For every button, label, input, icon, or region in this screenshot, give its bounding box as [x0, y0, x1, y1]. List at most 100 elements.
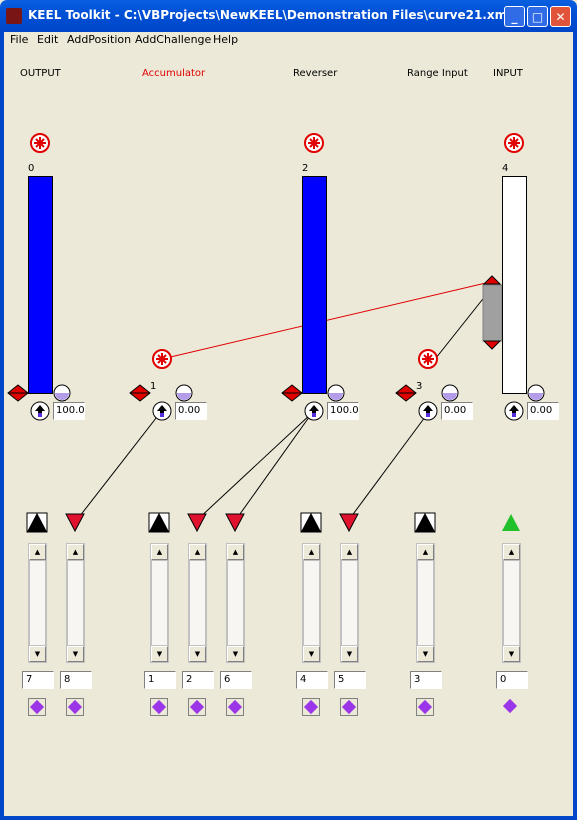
- slider-number[interactable]: 7: [22, 671, 54, 689]
- connection-line: [195, 412, 313, 522]
- slider-number[interactable]: 0: [496, 671, 528, 689]
- bar-reverser[interactable]: [302, 176, 327, 394]
- bar-reverser-fill: [303, 177, 326, 393]
- slider-track[interactable]: ▲▼: [150, 543, 169, 663]
- value-reverser[interactable]: 100.0: [327, 402, 359, 420]
- index-label-output: 0: [28, 163, 35, 174]
- slider-thumb[interactable]: [29, 560, 46, 646]
- slider-track[interactable]: ▲▼: [416, 543, 435, 663]
- connector-diamond-icon[interactable]: [150, 698, 168, 716]
- slider-thumb[interactable]: [151, 560, 168, 646]
- red-down-triangle-icon: [187, 513, 207, 533]
- slider-thumb[interactable]: [503, 560, 520, 646]
- slider-track[interactable]: ▲▼: [340, 543, 359, 663]
- diamond-fill: [227, 699, 243, 715]
- slider-down-button[interactable]: ▼: [303, 646, 320, 662]
- close-button[interactable]: ✕: [550, 6, 571, 27]
- menu-addposition[interactable]: AddPosition: [67, 33, 132, 46]
- menu-edit[interactable]: Edit: [37, 33, 59, 46]
- slider-up-button[interactable]: ▲: [227, 544, 244, 560]
- slider-thumb[interactable]: [417, 560, 434, 646]
- slider-number[interactable]: 1: [144, 671, 176, 689]
- value-range-input[interactable]: 0.00: [441, 402, 473, 420]
- slider-down-button[interactable]: ▼: [227, 646, 244, 662]
- maximize-button[interactable]: □: [527, 6, 548, 27]
- slider-down-button[interactable]: ▼: [189, 646, 206, 662]
- clear-icon: [30, 133, 50, 153]
- black-up-triangle-icon: [301, 512, 321, 532]
- red-diamond-icon: [7, 384, 29, 402]
- value-accumulator[interactable]: 0.00: [175, 402, 207, 420]
- slider-up-button[interactable]: ▲: [67, 544, 84, 560]
- slider-track[interactable]: ▲▼: [188, 543, 207, 663]
- window-border-bottom: [0, 816, 577, 820]
- minimize-button[interactable]: _: [504, 6, 525, 27]
- menu-file[interactable]: File: [10, 33, 29, 46]
- title-bar[interactable]: [0, 0, 577, 32]
- index-label-reverser: 2: [302, 163, 309, 174]
- slider-number[interactable]: 4: [296, 671, 328, 689]
- slider-number[interactable]: 8: [60, 671, 92, 689]
- menu-addchallenge[interactable]: AddChallenge: [135, 33, 212, 46]
- slider-up-button[interactable]: ▲: [189, 544, 206, 560]
- output-node-icon: [441, 384, 459, 402]
- app-icon[interactable]: [6, 8, 22, 24]
- black-up-triangle-icon: [149, 512, 169, 532]
- connection-line: [75, 412, 161, 522]
- clear-icon: [304, 133, 324, 153]
- bar-output[interactable]: [28, 176, 53, 394]
- slider-thumb[interactable]: [67, 560, 84, 646]
- slider-up-button[interactable]: ▲: [303, 544, 320, 560]
- slider-up-button[interactable]: ▲: [341, 544, 358, 560]
- connector-diamond-icon[interactable]: [340, 698, 358, 716]
- slider-track[interactable]: ▲▼: [66, 543, 85, 663]
- slider-track[interactable]: ▲▼: [502, 543, 521, 663]
- connector-diamond-icon[interactable]: [188, 698, 206, 716]
- black-up-triangle-icon: [27, 512, 47, 532]
- connector-diamond-icon[interactable]: [28, 698, 46, 716]
- slider-down-button[interactable]: ▼: [417, 646, 434, 662]
- column-label-range-input: Range Input: [407, 68, 468, 79]
- index-label-accumulator: 1: [150, 381, 157, 392]
- slider-down-button[interactable]: ▼: [67, 646, 84, 662]
- slider-track[interactable]: ▲▼: [302, 543, 321, 663]
- slider-number[interactable]: 3: [410, 671, 442, 689]
- diamond-fill: [417, 699, 433, 715]
- range-bottom-marker: [482, 340, 502, 350]
- slider-up-button[interactable]: ▲: [151, 544, 168, 560]
- value-output[interactable]: 100.0: [53, 402, 85, 420]
- slider-track[interactable]: ▲▼: [28, 543, 47, 663]
- index-label-input: 4: [502, 163, 509, 174]
- output-node-icon: [53, 384, 71, 402]
- window-title: KEEL Toolkit - C:\VBProjects\NewKEEL\Dem…: [28, 8, 512, 22]
- bar-input[interactable]: [502, 176, 527, 394]
- slider-number[interactable]: 5: [334, 671, 366, 689]
- connector-diamond-icon[interactable]: [502, 698, 520, 716]
- slider-thumb[interactable]: [341, 560, 358, 646]
- slider-up-button[interactable]: ▲: [29, 544, 46, 560]
- slider-thumb[interactable]: [227, 560, 244, 646]
- connector-diamond-icon[interactable]: [416, 698, 434, 716]
- slider-down-button[interactable]: ▼: [29, 646, 46, 662]
- slider-up-button[interactable]: ▲: [503, 544, 520, 560]
- slider-track[interactable]: ▲▼: [226, 543, 245, 663]
- connector-diamond-icon[interactable]: [226, 698, 244, 716]
- slider-thumb[interactable]: [189, 560, 206, 646]
- output-node-icon: [327, 384, 345, 402]
- menu-help[interactable]: Help: [213, 33, 239, 46]
- input-node-icon: [418, 401, 438, 421]
- slider-up-button[interactable]: ▲: [417, 544, 434, 560]
- connector-diamond-icon[interactable]: [302, 698, 320, 716]
- slider-thumb[interactable]: [303, 560, 320, 646]
- slider-number[interactable]: 6: [220, 671, 252, 689]
- maximize-icon: □: [531, 10, 544, 24]
- value-input[interactable]: 0.00: [527, 402, 559, 420]
- connector-diamond-icon[interactable]: [66, 698, 84, 716]
- slider-down-button[interactable]: ▼: [341, 646, 358, 662]
- diamond-fill: [502, 698, 518, 714]
- slider-down-button[interactable]: ▼: [503, 646, 520, 662]
- slider-number[interactable]: 2: [182, 671, 214, 689]
- input-node-icon: [30, 401, 50, 421]
- slider-down-button[interactable]: ▼: [151, 646, 168, 662]
